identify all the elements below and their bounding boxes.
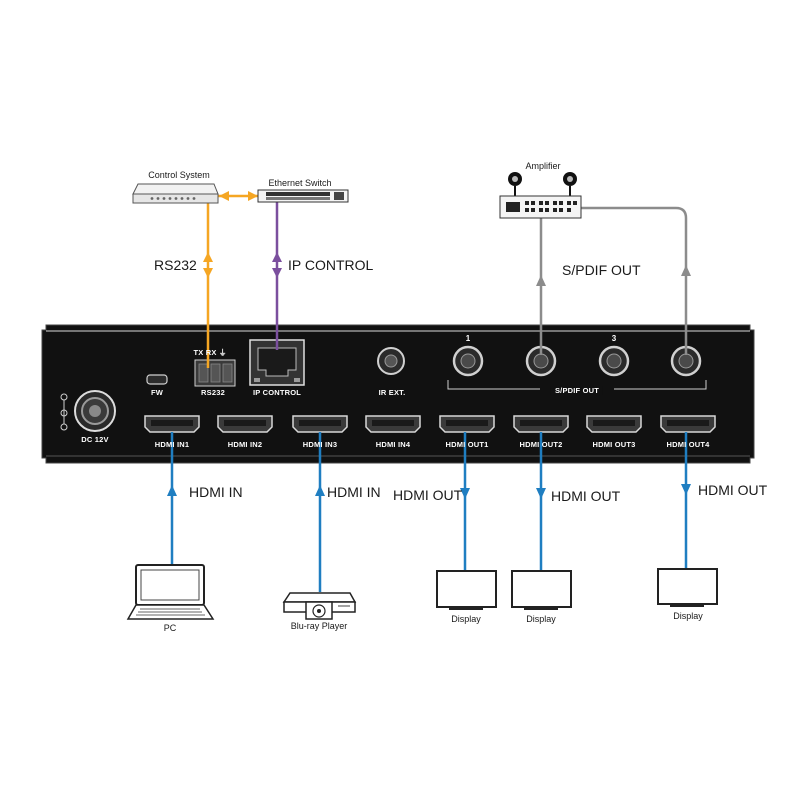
fw-label: FW xyxy=(150,388,164,397)
hdmi-port-slot-6 xyxy=(520,420,562,426)
hdmi-port-slot-5 xyxy=(446,420,488,426)
spdif-out-panel-label: S/PDIF OUT xyxy=(550,386,604,395)
hdmi-out-2-connection-label: HDMI OUT xyxy=(551,488,621,504)
spdif-jacks xyxy=(447,345,707,390)
ip-control-connection xyxy=(272,200,282,350)
hdmi-in3-label: HDMI IN3 xyxy=(302,440,338,449)
rs232-terminal-block xyxy=(194,359,236,387)
hdmi-in2-label: HDMI IN2 xyxy=(227,440,263,449)
hdmi-out-1-connection-label: HDMI OUT xyxy=(393,487,463,503)
amplifier-icon xyxy=(499,172,582,219)
ir-ext-jack xyxy=(377,347,405,375)
spdif-3-label: 3 xyxy=(611,334,617,343)
laptop-icon xyxy=(126,564,215,620)
rs232-connection-label: RS232 xyxy=(154,257,197,273)
ip-control-connection-label: IP CONTROL xyxy=(288,257,374,273)
hdmi-ports xyxy=(144,415,716,433)
hdmi-in-1-connection-label: HDMI IN xyxy=(189,484,243,500)
hdmi-out-4-connection-label: HDMI OUT xyxy=(698,482,768,498)
rs232-pin-label: TX RX ⏚ xyxy=(193,348,227,357)
display-2-label: Display xyxy=(526,614,556,624)
control-system-label: Control System xyxy=(148,170,210,180)
display-2-icon xyxy=(511,570,572,610)
hdmi-port-slot-1 xyxy=(151,420,193,426)
pc-label: PC xyxy=(163,623,177,633)
ir-ext-label: IR EXT. xyxy=(378,388,406,397)
bluray-player-icon xyxy=(282,592,357,620)
ground-screw-icon xyxy=(60,393,68,431)
hdmi-connections xyxy=(167,432,691,592)
spdif-out-connection-label: S/PDIF OUT xyxy=(562,262,641,278)
hdmi-in4-label: HDMI IN4 xyxy=(375,440,411,449)
hdmi-out3-label: HDMI OUT3 xyxy=(592,440,636,449)
display-3-label: Display xyxy=(673,611,703,621)
bluray-label: Blu-ray Player xyxy=(290,621,348,631)
rs232-panel-label: RS232 xyxy=(201,388,225,397)
spdif-connection xyxy=(536,206,691,355)
hdmi-out4-label: HDMI OUT4 xyxy=(666,440,710,449)
control-system-icon xyxy=(132,183,219,204)
rs232-connection xyxy=(203,191,262,368)
amplifier-label: Amplifier xyxy=(525,161,561,171)
hdmi-out1-label: HDMI OUT1 xyxy=(445,440,489,449)
display-1-label: Display xyxy=(451,614,481,624)
hdmi-out2-label: HDMI OUT2 xyxy=(519,440,563,449)
display-3-icon xyxy=(657,568,718,607)
fw-usb-port xyxy=(146,374,168,385)
hdmi-in1-label: HDMI IN1 xyxy=(154,440,190,449)
spdif-1-label: 1 xyxy=(465,334,471,343)
ip-control-panel-label: IP CONTROL xyxy=(252,388,302,397)
hdmi-port-slot-2 xyxy=(224,420,266,426)
display-1-icon xyxy=(436,570,497,610)
hdmi-in-3-connection-label: HDMI IN xyxy=(327,484,381,500)
hdmi-port-slot-7 xyxy=(593,420,635,426)
dc-label: DC 12V xyxy=(81,435,109,444)
ethernet-switch-label: Ethernet Switch xyxy=(268,178,332,188)
ethernet-switch-icon xyxy=(257,189,349,203)
hdmi-port-slot-3 xyxy=(299,420,341,426)
hdmi-port-slot-8 xyxy=(667,420,709,426)
hdmi-port-slot-4 xyxy=(372,420,414,426)
dc-power-jack xyxy=(74,390,116,432)
